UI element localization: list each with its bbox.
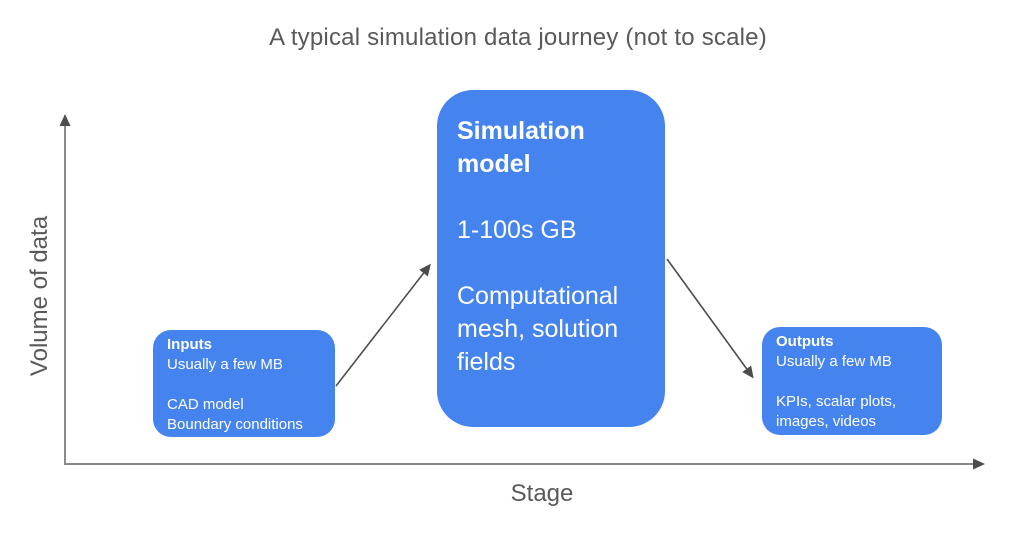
spacer xyxy=(457,247,645,280)
simulation-description: Computational mesh, solution fields xyxy=(457,282,619,376)
outputs-box: Outputs Usually a few MB KPIs, scalar pl… xyxy=(762,327,942,435)
outputs-item: images, videos xyxy=(776,413,877,430)
inputs-item: CAD model xyxy=(167,396,244,413)
simulation-model-box: Simulation model 1-100s GB Computational… xyxy=(437,90,665,427)
inputs-item: Boundary conditions xyxy=(167,416,303,433)
outputs-heading: Outputs xyxy=(776,333,834,350)
spacer xyxy=(457,181,645,214)
spacer xyxy=(167,375,321,395)
inputs-size-note: Usually a few MB xyxy=(167,356,283,373)
simulation-to-outputs-arrow-icon xyxy=(666,258,754,379)
inputs-box: Inputs Usually a few MB CAD model Bounda… xyxy=(153,330,335,437)
chart-title: A typical simulation data journey (not t… xyxy=(269,24,767,51)
spacer xyxy=(776,372,928,392)
outputs-item: KPIs, scalar plots, xyxy=(776,393,897,410)
outputs-size-note: Usually a few MB xyxy=(776,353,892,370)
inputs-heading: Inputs xyxy=(167,336,212,353)
inputs-to-simulation-arrow-icon xyxy=(335,263,431,387)
x-axis-label: Stage xyxy=(510,480,574,507)
simulation-heading: Simulation model xyxy=(457,117,585,178)
y-axis-label: Volume of data xyxy=(26,215,53,377)
simulation-size-note: 1-100s GB xyxy=(457,216,577,244)
